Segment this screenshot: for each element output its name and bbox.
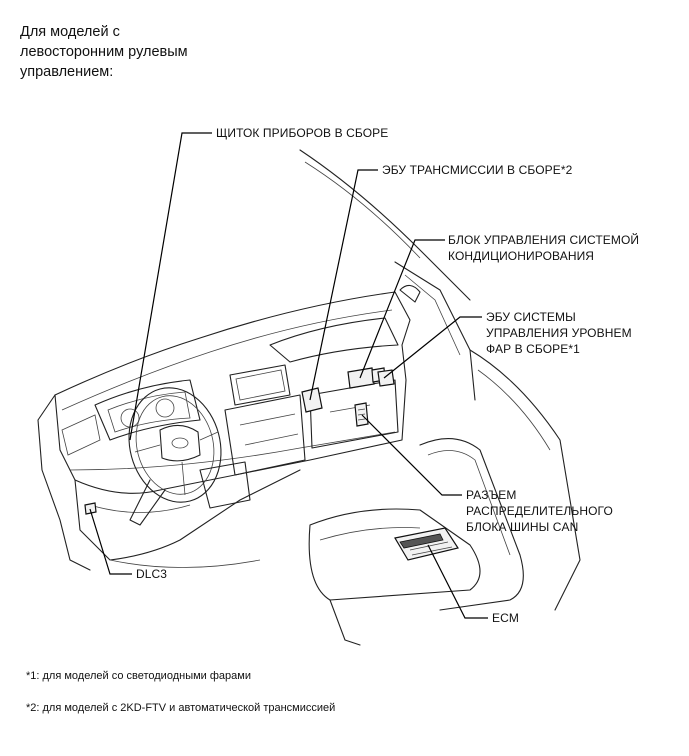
- leader-ecm: [427, 544, 488, 619]
- left-vent: [61, 414, 101, 456]
- dashboard-face: [54, 344, 407, 494]
- label-can-connector-line-2: РАСПРЕДЕЛИТЕЛЬНОГО: [466, 504, 613, 518]
- can-connector-pins: [357, 408, 366, 421]
- seat-side: [329, 599, 361, 646]
- seat-back: [419, 438, 524, 611]
- footnote-1: *1: для моделей со светодиодными фарами: [26, 670, 251, 682]
- heading-line-2: левосторонним рулевым: [20, 44, 188, 60]
- label-can-connector: РАЗЪЕМ РАСПРЕДЕЛИТЕЛЬНОГО БЛОКА ШИНЫ CAN: [466, 487, 613, 535]
- leader-instrument-cluster: [129, 132, 212, 441]
- center-stack: [224, 394, 306, 476]
- leader-transmission-ecu: [309, 169, 378, 401]
- floor-line: [109, 559, 261, 568]
- a-pillar: [394, 261, 476, 401]
- steering-spoke-right: [199, 431, 219, 441]
- label-headlamp-ecu-line-1: ЭБУ СИСТЕМЫ: [486, 310, 576, 324]
- leader-can-connector: [361, 414, 462, 496]
- seat-cushion-line: [319, 527, 421, 541]
- leader-dlc3: [89, 508, 132, 575]
- dashboard-hood: [269, 317, 399, 363]
- center-display-inner: [235, 369, 286, 401]
- door-panel-inner: [477, 369, 551, 451]
- label-instrument-cluster: ЩИТОК ПРИБОРОВ В СБОРЕ: [216, 126, 389, 140]
- steering-column: [129, 479, 166, 526]
- ac-control-unit: [347, 367, 375, 389]
- dashboard-top: [54, 291, 411, 396]
- steering-wheel-inner: [135, 395, 215, 495]
- leader-ac-control: [359, 239, 445, 379]
- label-transmission-ecu: ЭБУ ТРАНСМИССИИ В СБОРЕ*2: [382, 163, 573, 177]
- center-display: [229, 364, 291, 406]
- left-side-panel: [37, 394, 91, 571]
- lower-trim: [89, 504, 191, 513]
- label-headlamp-ecu-line-3: ФАР В СБОРЕ*1: [486, 342, 580, 356]
- label-ecm: ECM: [492, 611, 519, 625]
- label-headlamp-ecu: ЭБУ СИСТЕМЫ УПРАВЛЕНИЯ УРОВНЕМ ФАР В СБО…: [486, 309, 632, 357]
- center-stack-line: [239, 413, 296, 426]
- dashboard-lower-line: [69, 431, 396, 471]
- dashboard-top-edge: [61, 309, 393, 411]
- label-headlamp-ecu-line-2: УПРАВЛЕНИЯ УРОВНЕМ: [486, 326, 632, 340]
- steering-wheel-hub: [159, 424, 201, 462]
- page-heading: Для моделей с левосторонним рулевым упра…: [20, 22, 188, 82]
- label-dlc3: DLC3: [136, 567, 168, 581]
- steering-wheel-rim: [128, 387, 222, 503]
- gauge-right: [155, 398, 175, 418]
- label-ac-control-line-2: КОНДИЦИОНИРОВАНИЯ: [448, 249, 595, 263]
- dlc3-connector: [84, 502, 97, 515]
- steering-logo: [171, 437, 189, 449]
- mirror-bracket: [399, 284, 421, 303]
- ecm-connector: [399, 533, 444, 549]
- door-panel: [469, 349, 581, 611]
- center-stack-line-2: [244, 433, 299, 446]
- windshield-frame: [304, 161, 421, 259]
- seat-back-inner: [427, 450, 511, 556]
- leader-headlamp-ecu: [383, 316, 482, 379]
- ecm-unit: [394, 527, 459, 561]
- label-can-connector-line-3: БЛОКА ШИНЫ CAN: [466, 520, 579, 534]
- lower-dash: [74, 469, 301, 561]
- label-ac-control-line-1: БЛОК УПРАВЛЕНИЯ СИСТЕМОЙ: [448, 233, 640, 247]
- steering-spoke-left: [134, 444, 161, 453]
- pillar-inner: [404, 274, 461, 356]
- heading-line-3: управлением:: [20, 64, 114, 80]
- label-can-connector-line-1: РАЗЪЕМ: [466, 488, 517, 502]
- heading-line-1: Для моделей с: [20, 24, 120, 40]
- headlamp-ecu: [377, 369, 395, 387]
- seat-cushion: [308, 508, 481, 601]
- footnote-2: *2: для моделей с 2KD-FTV и автоматическ…: [26, 702, 336, 714]
- center-lower-box: [199, 461, 251, 509]
- steering-spoke-bottom: [181, 461, 186, 496]
- label-ac-control: БЛОК УПРАВЛЕНИЯ СИСТЕМОЙ КОНДИЦИОНИРОВАН…: [448, 232, 639, 264]
